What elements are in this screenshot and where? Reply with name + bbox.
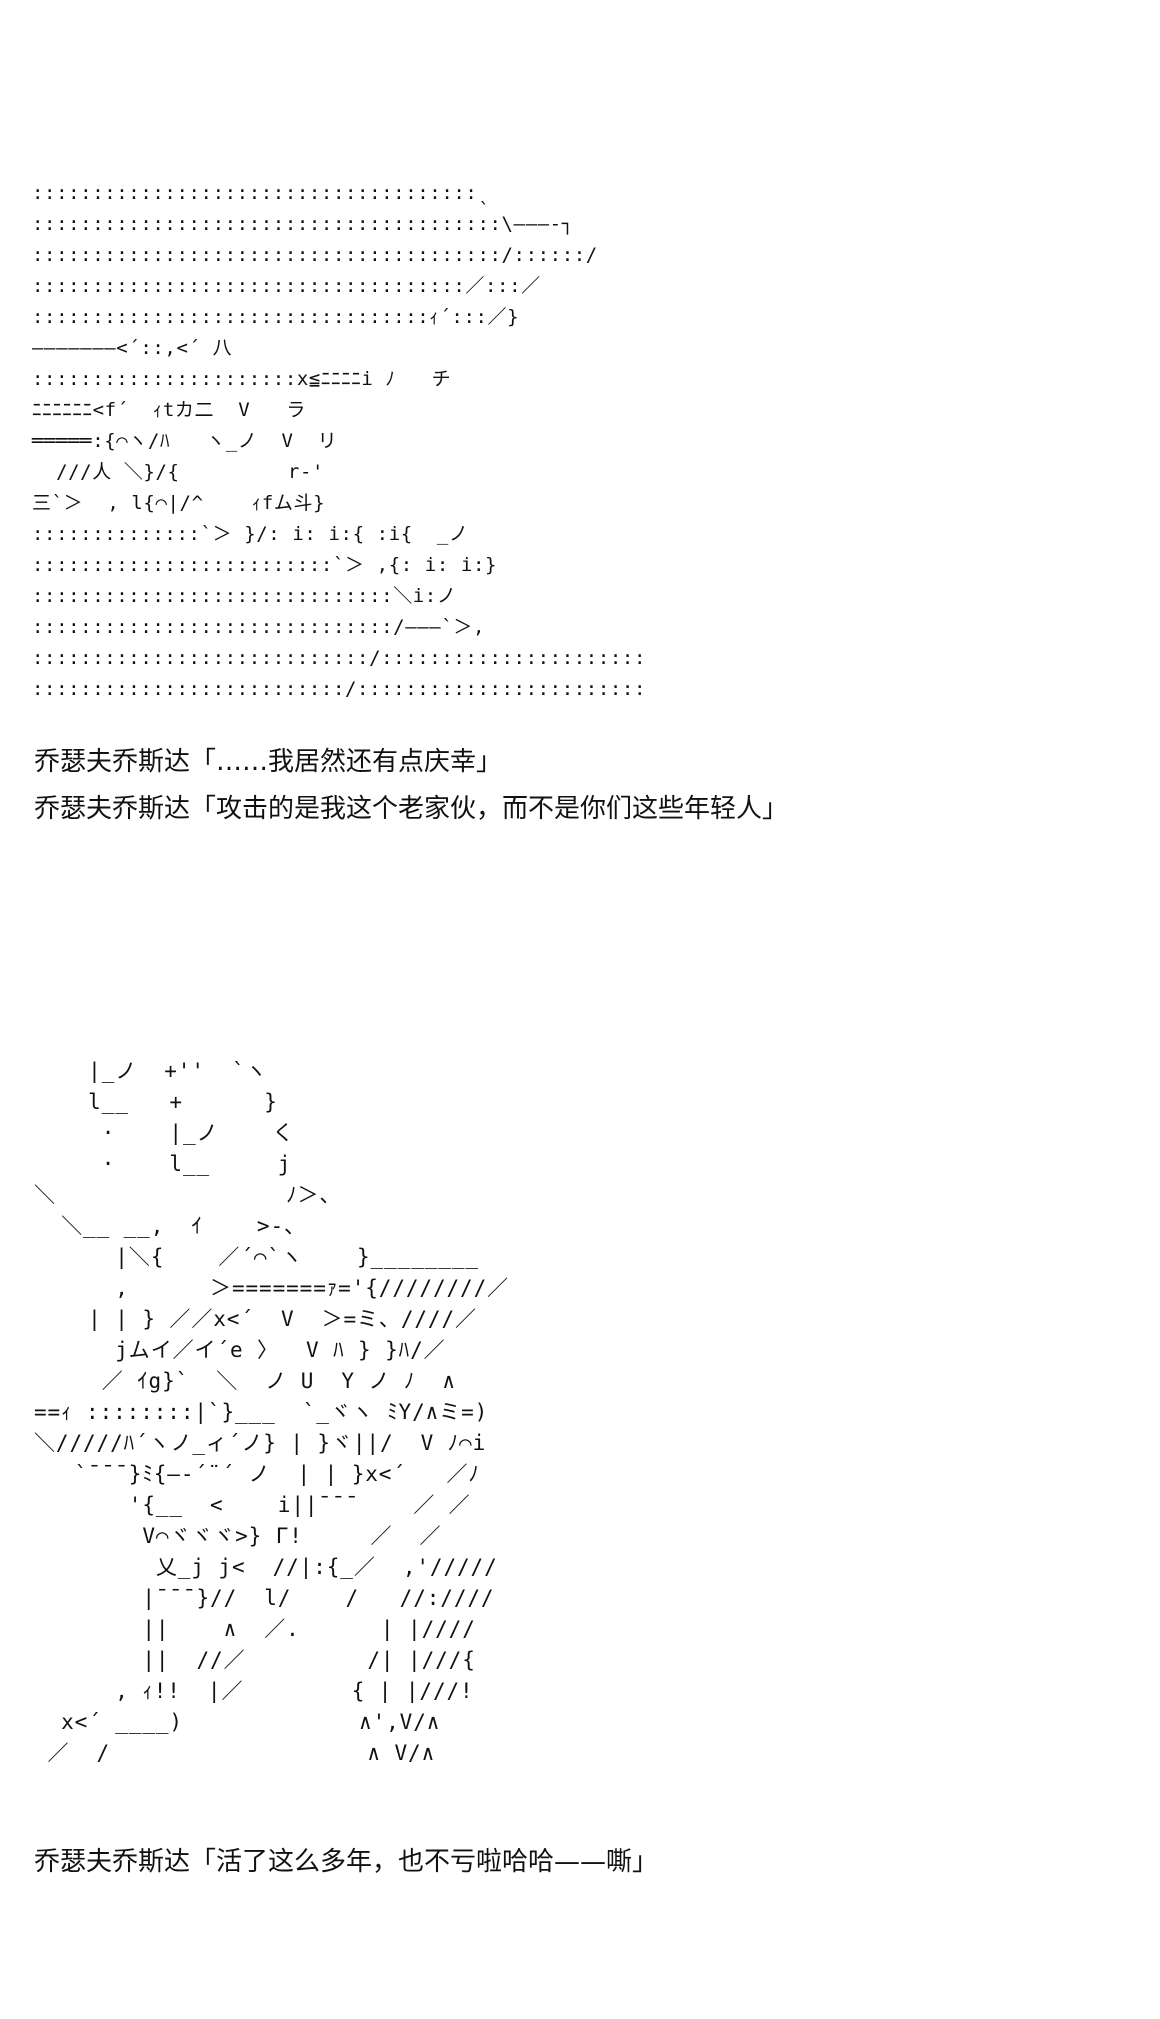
ascii-art-panel-1: :::::::::::::::::::::::::::::::::::::ˎ :…	[32, 182, 646, 700]
speaker-name: 乔瑟夫乔斯达	[34, 1847, 191, 1877]
dialogue-line: 乔瑟夫乔斯达「活了这么多年，也不亏啦哈哈——嘶」	[34, 1845, 658, 1879]
speaker-name: 乔瑟夫乔斯达	[34, 794, 191, 824]
speaker-name: 乔瑟夫乔斯达	[34, 747, 191, 777]
dialogue-text: 「……我居然还有点庆幸」	[190, 747, 503, 777]
dialogue-line: 乔瑟夫乔斯达「攻击的是我这个老家伙，而不是你们这些年轻人」	[34, 792, 788, 826]
dialogue-text: 「活了这么多年，也不亏啦哈哈——嘶」	[190, 1847, 659, 1877]
ascii-art-panel-2: |_ノ +'' `ヽ l__ + } · |_ノ く · l__ j ＼ ﾉ＞、…	[34, 1059, 510, 1765]
dialogue-text: 「攻击的是我这个老家伙，而不是你们这些年轻人」	[190, 794, 789, 824]
dialogue-line: 乔瑟夫乔斯达「……我居然还有点庆幸」	[34, 745, 502, 779]
